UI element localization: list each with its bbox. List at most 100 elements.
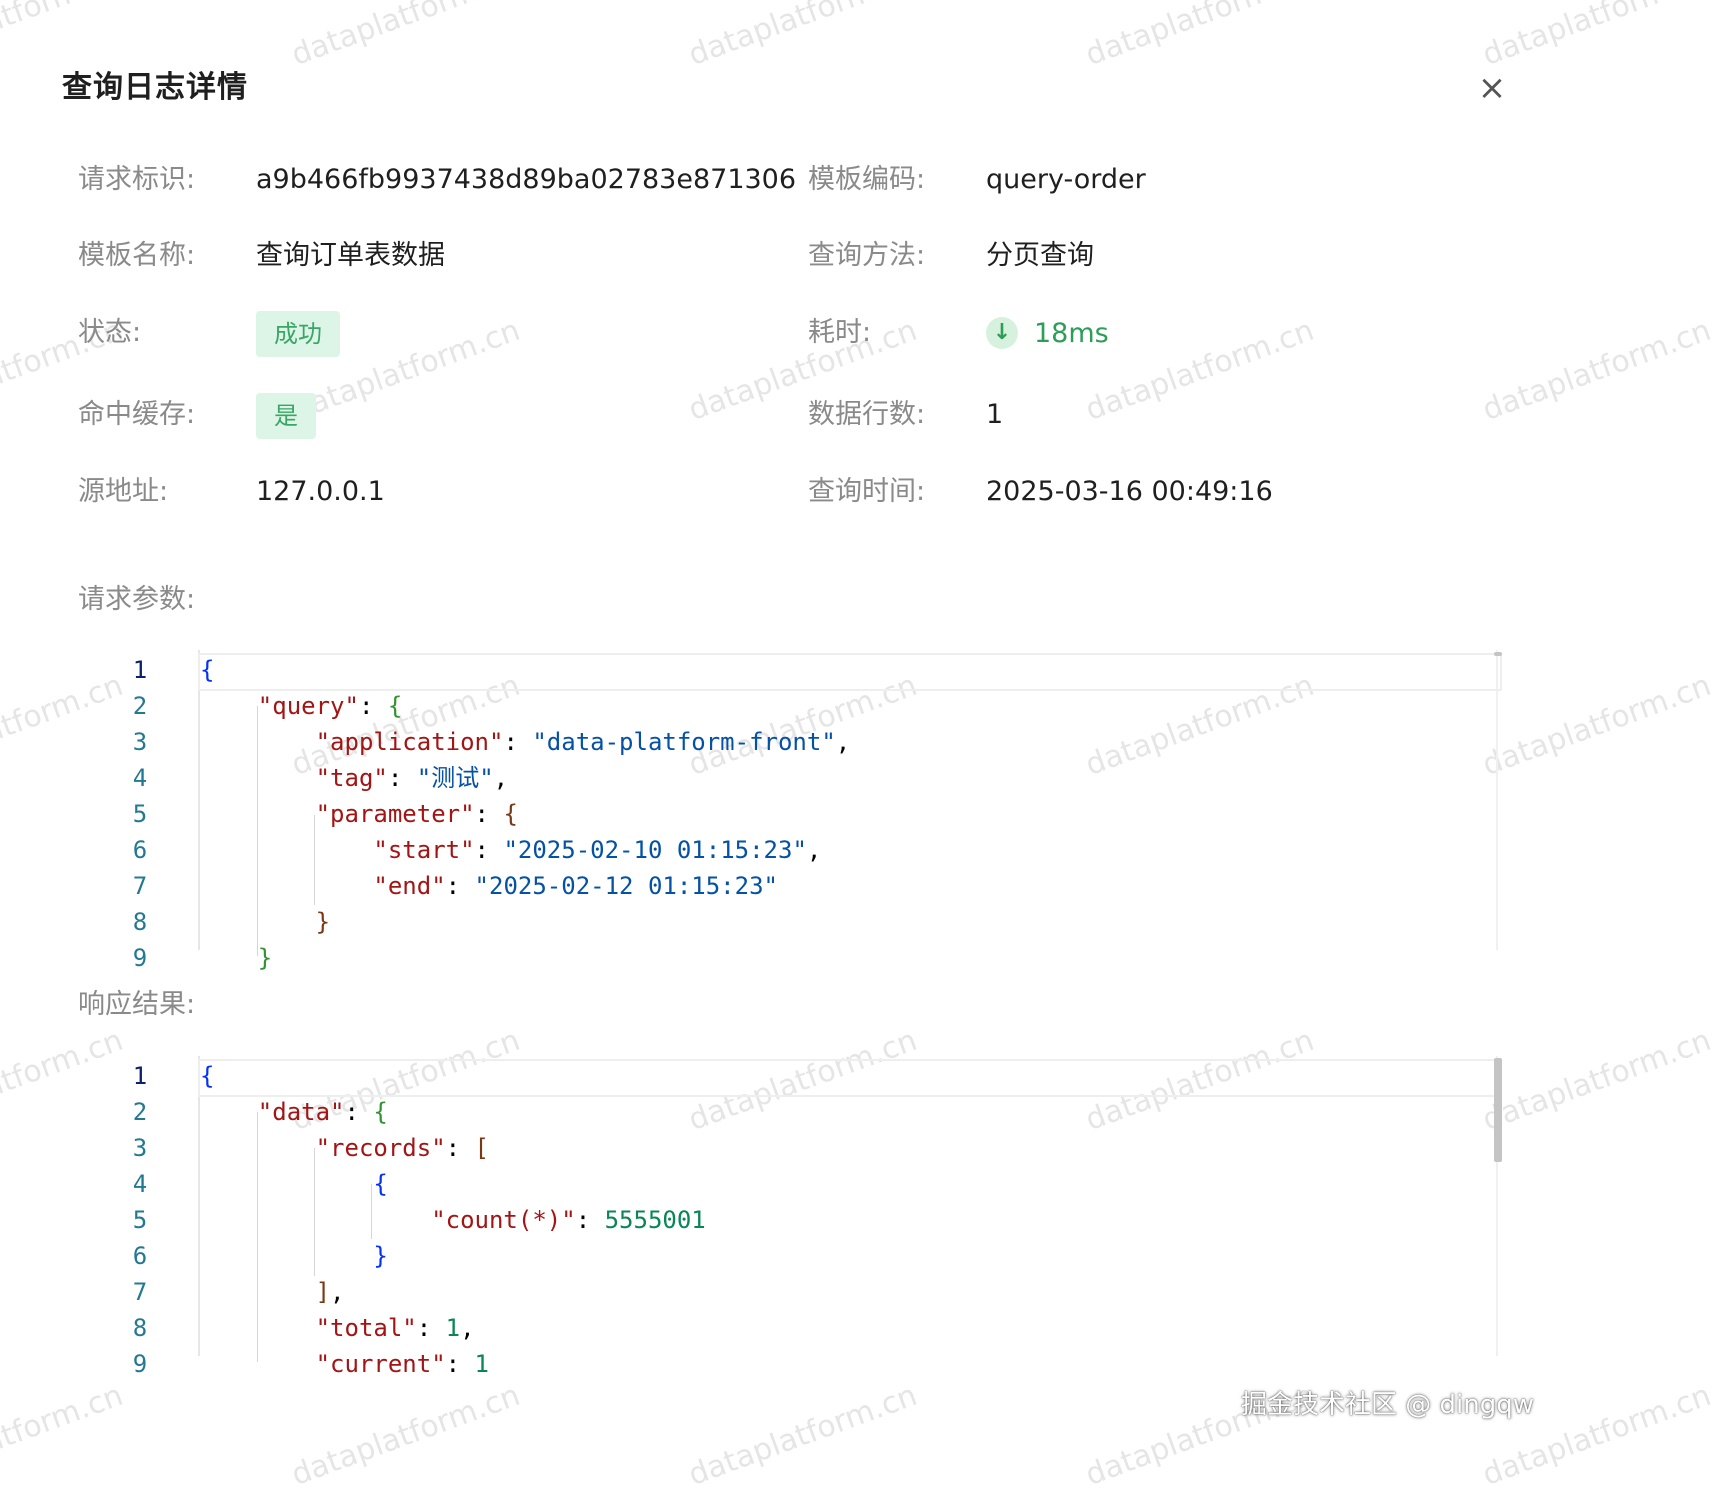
info-row: 模板名称: 查询订单表数据 查询方法: 分页查询 (78, 226, 1518, 286)
active-line-highlight (198, 653, 1502, 691)
line-number: 6 (132, 1242, 148, 1270)
code-text: } (257, 944, 273, 972)
dialog-header: 查询日志详情 × (62, 66, 1522, 114)
code-text: { (200, 656, 215, 684)
code-text: "application": "data-platform-front", (315, 728, 851, 756)
line-number: 5 (132, 800, 148, 828)
source-ip-value: 127.0.0.1 (256, 476, 385, 507)
editor-gutter-border (198, 650, 200, 950)
row-count-label: 数据行数: (808, 399, 926, 430)
code-text: "records": [ (315, 1134, 489, 1162)
watermark-text: dataplatform.cn (0, 1377, 128, 1493)
query-method-label: 查询方法: (808, 240, 926, 271)
row-count-value: 1 (986, 399, 1004, 430)
watermark-text: dataplatform.cn (287, 0, 525, 73)
arrow-down-icon: ↓ (986, 317, 1018, 349)
query-method-value: 分页查询 (986, 240, 1094, 271)
code-text: "query": { (257, 692, 403, 720)
code-line: 3 "application": "data-platform-front", (120, 724, 1502, 760)
code-line: 2 "data": { (120, 1094, 1502, 1130)
code-text: "parameter": { (315, 800, 518, 828)
line-number: 4 (132, 1170, 148, 1198)
code-text: ], (315, 1278, 345, 1306)
template-code-label: 模板编码: (808, 164, 926, 195)
status-badge: 成功 (256, 311, 340, 357)
code-text: } (315, 908, 331, 936)
code-text: "total": 1, (315, 1314, 475, 1342)
request-id-value: a9b466fb9937438d89ba02783e871306 (256, 164, 797, 195)
code-line: 9 } (120, 940, 1502, 976)
close-icon[interactable]: × (1477, 68, 1507, 108)
line-number: 1 (132, 656, 148, 684)
code-line: 9 "current": 1 (120, 1346, 1502, 1382)
indent-guide (371, 1184, 372, 1239)
info-row: 命中缓存: 是 数据行数: 1 (78, 385, 1518, 445)
code-line: 4 "tag": "测试", (120, 760, 1502, 796)
code-line: 1{ (120, 1058, 1502, 1094)
template-name-value: 查询订单表数据 (256, 240, 445, 271)
indent-guide (257, 706, 258, 956)
code-line: 6 "start": "2025-02-10 01:15:23", (120, 832, 1502, 868)
source-ip-label: 源地址: (78, 476, 169, 507)
editor-right-border (1496, 650, 1498, 950)
code-line: 3 "records": [ (120, 1130, 1502, 1166)
watermark-text: dataplatform.cn (684, 0, 922, 73)
template-code-value: query-order (986, 164, 1146, 195)
code-line: 7 "end": "2025-02-12 01:15:23" (120, 868, 1502, 904)
line-number: 2 (132, 692, 148, 720)
status-label: 状态: (78, 317, 142, 348)
line-number: 7 (132, 872, 148, 900)
watermark-text: dataplatform.cn (1478, 667, 1716, 783)
line-number: 9 (132, 944, 148, 972)
request-id-label: 请求标识: (78, 164, 196, 195)
code-text: "start": "2025-02-10 01:15:23", (373, 836, 822, 864)
code-line: 8 "total": 1, (120, 1310, 1502, 1346)
code-text: { (373, 1170, 388, 1198)
indent-guide (257, 1112, 258, 1362)
dialog-title: 查询日志详情 (62, 70, 248, 105)
code-text: "tag": "测试", (315, 764, 509, 792)
cache-hit-label: 命中缓存: (78, 399, 196, 430)
line-number: 4 (132, 764, 148, 792)
indent-guide (314, 1148, 315, 1276)
code-text: "data": { (257, 1098, 388, 1126)
query-time-label: 查询时间: (808, 476, 926, 507)
footer-credit: 掘金技术社区 @ dingqw (1240, 1390, 1534, 1420)
watermark-text: dataplatform.cn (684, 1377, 922, 1493)
line-number: 3 (132, 728, 148, 756)
indent-guide (314, 815, 315, 905)
code-text: "end": "2025-02-12 01:15:23" (373, 872, 778, 900)
line-number: 2 (132, 1098, 148, 1126)
line-number: 6 (132, 836, 148, 864)
watermark-text: dataplatform.cn (1081, 0, 1319, 73)
editor-scrollbar[interactable] (1494, 1058, 1502, 1162)
code-line: 5 "count(*)": 5555001 (120, 1202, 1502, 1238)
code-text: { (200, 1062, 215, 1090)
watermark-text: dataplatform.cn (0, 1022, 128, 1138)
info-row: 状态: 成功 耗时: ↓ 18ms (78, 303, 1518, 363)
request-params-label: 请求参数: (78, 584, 196, 615)
request-params-editor[interactable]: 1{2 "query": {3 "application": "data-pla… (120, 650, 1502, 972)
watermark-text: dataplatform.cn (287, 1377, 525, 1493)
query-time-value: 2025-03-16 00:49:16 (986, 476, 1273, 507)
watermark-text: dataplatform.cn (0, 667, 128, 783)
duration-label: 耗时: (808, 317, 872, 348)
duration-value: ↓ 18ms (986, 303, 1109, 363)
code-line: 1{ (120, 652, 1502, 688)
watermark-text: dataplatform.cn (1478, 1022, 1716, 1138)
template-name-label: 模板名称: (78, 240, 196, 271)
editor-right-border (1496, 1056, 1498, 1356)
line-number: 3 (132, 1134, 148, 1162)
editor-scrollbar[interactable] (1494, 652, 1502, 656)
cache-hit-badge: 是 (256, 393, 316, 439)
line-number: 5 (132, 1206, 148, 1234)
code-text: } (373, 1242, 388, 1270)
code-line: 5 "parameter": { (120, 796, 1502, 832)
code-line: 6 } (120, 1238, 1502, 1274)
code-line: 4 { (120, 1166, 1502, 1202)
line-number: 8 (132, 908, 148, 936)
code-text: "current": 1 (315, 1350, 489, 1378)
line-number: 9 (132, 1350, 148, 1378)
response-result-editor[interactable]: 1{2 "data": {3 "records": [4 {5 "count(*… (120, 1056, 1502, 1378)
